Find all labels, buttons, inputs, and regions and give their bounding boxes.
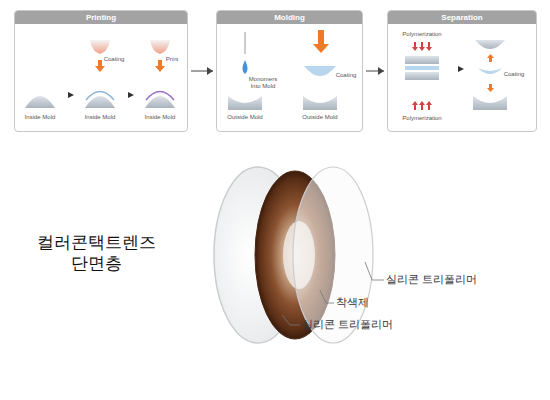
step-label: Outside Mold [223, 114, 267, 121]
step-label: Coating [99, 56, 129, 63]
step-label: Polymerization [397, 115, 447, 122]
layer-label: 착색제 [336, 295, 369, 310]
panel-heading: Separation [388, 11, 536, 24]
step-panel: Printing [14, 10, 188, 132]
layer-label: 실리콘 트리폴리머 [386, 272, 477, 287]
panel-heading: Molding [217, 11, 362, 24]
step-arrow [191, 67, 213, 75]
step-label: Coating [332, 72, 360, 79]
step-label: Monomers Into Mold [244, 76, 282, 89]
step-panel: Molding [216, 10, 363, 132]
step-label: Inside Mold [80, 114, 120, 121]
step-label: Inside Mold [20, 114, 60, 121]
step-label: Polymerization [397, 31, 447, 38]
step-arrow [366, 67, 384, 75]
layer-label: 실리콘 트리폴리머 [302, 317, 393, 332]
panel-heading: Printing [15, 11, 187, 24]
section-caption: 컬러콘택트렌즈 단면층 [26, 232, 166, 275]
step-label: Coating [501, 71, 527, 78]
step-label: Print [160, 56, 184, 63]
step-label: Outside Mold [298, 114, 342, 121]
step-label: Inside Mold [140, 114, 180, 121]
